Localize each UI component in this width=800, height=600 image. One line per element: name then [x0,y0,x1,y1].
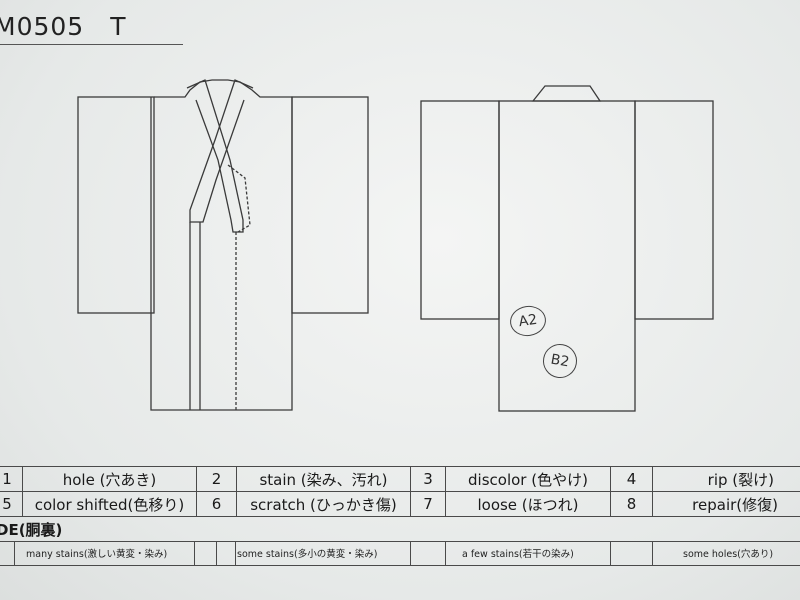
item-code: M0505 T [0,12,126,41]
legend-label: loose (ほつれ) [477,495,579,514]
lining-item-label: many stains(激しい黄変・染み) [26,549,168,560]
lining-col [14,541,15,566]
lining-item-label: some holes(穴あり) [683,549,774,560]
legend-middle-border [0,491,800,492]
front-collar-right [189,79,254,223]
front-collar-left [186,79,244,233]
lining-item-d: some holes(穴あり) [683,542,800,564]
item-code-suffix: T [110,12,127,41]
legend-col-1 [22,466,23,517]
lining-col [235,541,236,566]
legend-label: discolor (色やけ) [468,470,588,489]
back-left-sleeve [420,100,500,320]
legend-row-2: 5 color shifted(色移り) 6 scratch (ひっかき傷) 7… [0,492,800,516]
lining-item-a: many stains(激しい黄変・染み) [26,542,194,564]
legend-label: rip (裂け) [707,470,774,489]
lining-item-c: a few stains(若干の染み) [462,542,610,564]
header-underline [0,44,183,45]
legend-col-3 [236,466,237,517]
legend-label: hole (穴あき) [62,470,157,489]
legend-num: 3 [423,470,433,488]
lining-top-border [0,541,800,542]
front-right-sleeve [291,96,369,314]
legend-col-4 [410,466,411,517]
legend-num: 5 [2,495,12,513]
legend-label: stain (染み、汚れ) [259,470,388,489]
legend-col-7 [652,466,653,517]
legend-col-5 [445,466,446,517]
legend-label: scratch (ひっかき傷) [250,495,397,514]
front-hidden-overlap [227,164,251,233]
legend-col-2 [196,466,197,517]
legend-label: color shifted(色移り) [34,495,185,514]
legend-label: repair(修復) [692,495,778,514]
lining-col [610,541,611,566]
legend-num: 1 [2,470,12,488]
legend-col-6 [610,466,611,517]
lining-col [216,541,217,566]
item-code-number: M0505 [0,12,85,41]
lining-item-label: some stains(多小の黄変・染み) [237,549,378,560]
legend-num: 8 [626,495,637,513]
legend-num: 7 [423,495,433,513]
legend-row-1: 1 hole (穴あき) 2 stain (染み、汚れ) 3 discolor … [0,467,800,491]
lining-section-title: DE(胴裏) [0,521,63,539]
legend-num: 6 [211,495,222,513]
lining-item-b: some stains(多小の黄変・染み) [237,542,410,564]
lining-col [652,541,653,566]
back-right-sleeve [634,100,714,320]
legend-num: 2 [211,470,222,488]
lining-col [194,541,195,566]
lining-item-label: a few stains(若干の染み) [462,549,574,560]
kimono-front-diagram [77,79,369,411]
legend-bottom-border [0,516,800,518]
front-left-sleeve [77,96,155,314]
lining-col [410,541,411,566]
front-body-outline [150,79,293,411]
kimono-back-diagram [420,85,714,412]
legend-num: 4 [626,470,637,488]
legend-top-border [0,466,800,468]
back-collar [531,85,602,102]
lining-col [445,541,446,566]
lining-bottom-border [0,565,800,566]
